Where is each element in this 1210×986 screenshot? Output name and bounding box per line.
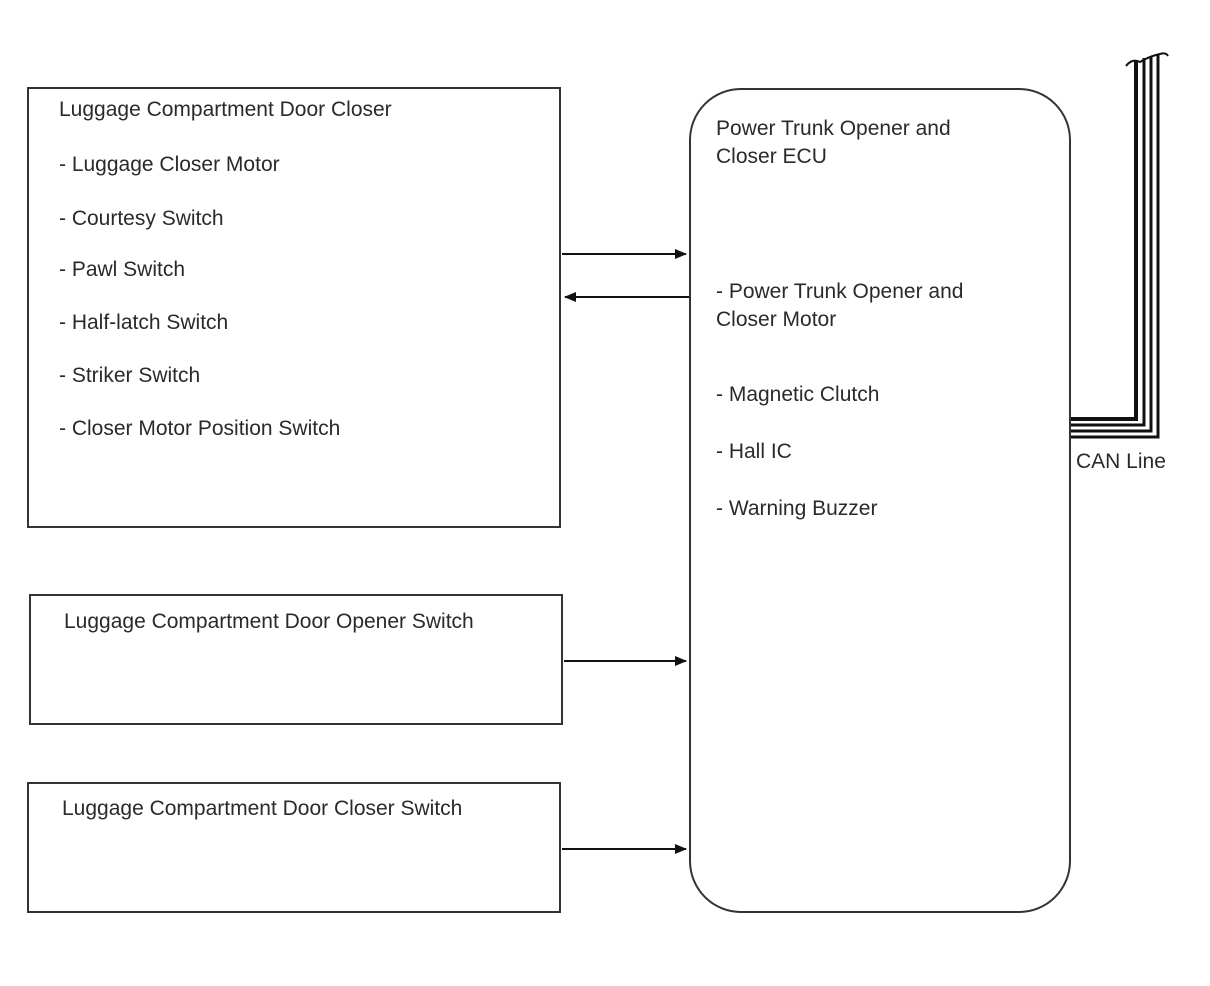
door-closer-item-position: - Closer Motor Position Switch — [59, 417, 341, 440]
door-closer-item-courtesy: - Courtesy Switch — [59, 207, 224, 230]
door-closer-item-pawl: - Pawl Switch — [59, 258, 186, 281]
can-line-bundle — [1071, 52, 1169, 439]
ecu-item-warning-buzzer: - Warning Buzzer — [716, 497, 878, 520]
door-closer-box — [27, 87, 561, 528]
closer-switch-box — [27, 782, 561, 913]
ecu-item-hall-ic: - Hall IC — [716, 440, 792, 463]
ecu-box — [689, 88, 1071, 913]
ecu-item-magnetic-clutch: - Magnetic Clutch — [716, 383, 880, 406]
can-line-label: CAN Line — [1076, 450, 1166, 473]
door-closer-item-half-latch: - Half-latch Switch — [59, 311, 229, 334]
ecu-item-motor: - Power Trunk Opener and Closer Motor — [716, 280, 964, 331]
door-closer-item-striker: - Striker Switch — [59, 364, 201, 387]
opener-switch-title: Luggage Compartment Door Opener Switch — [64, 610, 474, 633]
closer-switch-title: Luggage Compartment Door Closer Switch — [62, 797, 463, 820]
ecu-title: Power Trunk Opener and Closer ECU — [716, 117, 951, 168]
opener-switch-box — [29, 594, 563, 725]
door-closer-item-motor: - Luggage Closer Motor — [59, 153, 280, 176]
door-closer-title: Luggage Compartment Door Closer — [59, 98, 392, 121]
